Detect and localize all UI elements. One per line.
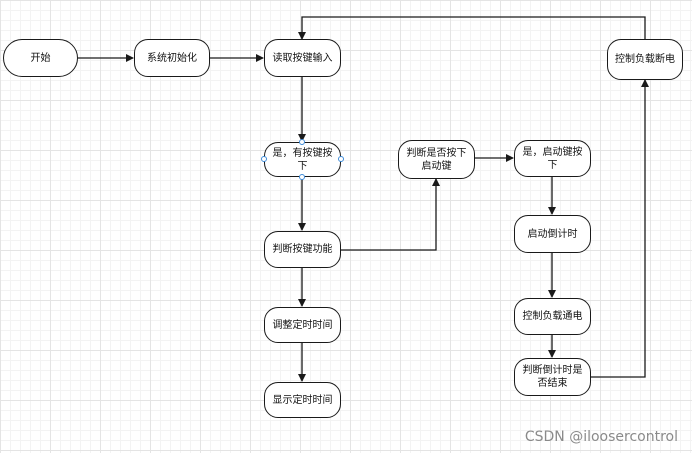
node-display[interactable]: 显示定时时间 <box>264 382 341 418</box>
node-judge-func-label: 判断按键功能 <box>272 244 333 255</box>
node-adjust[interactable]: 调整定时时间 <box>264 307 341 343</box>
node-judge-end-label: 判断倒计时是 否结束 <box>522 365 583 389</box>
node-start-pressed-label: 是，启动键按下 <box>522 146 583 171</box>
node-power-off[interactable]: 控制负载断电 <box>607 39 683 80</box>
node-display-label: 显示定时时间 <box>272 394 333 406</box>
edge-judgefunc-judgestart <box>340 178 440 251</box>
node-judge-func[interactable]: 判断按键功能 <box>264 231 341 268</box>
node-start-pressed[interactable]: 是，启动键按下 <box>514 140 591 177</box>
watermark: CSDN @iloosercontrol <box>524 429 678 445</box>
node-power-off-label: 控制负载断电 <box>615 54 675 65</box>
node-pressed-label: 是，有按键按下 <box>272 147 333 172</box>
node-judge-start[interactable]: 判断是否按下 启动键 <box>398 140 475 179</box>
edge-judgeend-poweroff <box>591 79 649 378</box>
node-judge-end[interactable]: 判断倒计时是 否结束 <box>514 358 591 396</box>
node-countdown[interactable]: 启动倒计时 <box>514 215 591 253</box>
node-judge-start-label: 判断是否按下 启动键 <box>406 147 467 172</box>
node-power-on-label: 控制负载通电 <box>522 311 583 322</box>
node-countdown-label: 启动倒计时 <box>527 228 578 240</box>
node-read-label: 读取按键输入 <box>272 52 333 64</box>
node-read[interactable]: 读取按键输入 <box>264 39 341 77</box>
node-init[interactable]: 系统初始化 <box>134 39 210 77</box>
node-start-label: 开始 <box>30 52 51 64</box>
node-adjust-label: 调整定时时间 <box>272 319 333 331</box>
node-power-on[interactable]: 控制负载通电 <box>514 298 591 335</box>
node-start[interactable]: 开始 <box>3 39 78 77</box>
selection-handle-bottom[interactable] <box>299 174 305 180</box>
selection-handle-right[interactable] <box>338 156 344 162</box>
node-init-label: 系统初始化 <box>147 52 197 64</box>
node-pressed[interactable]: 是，有按键按下 <box>264 142 341 177</box>
selection-handle-top[interactable] <box>299 139 305 145</box>
edge-poweroff-read <box>298 16 646 40</box>
selection-handle-left[interactable] <box>261 156 267 162</box>
